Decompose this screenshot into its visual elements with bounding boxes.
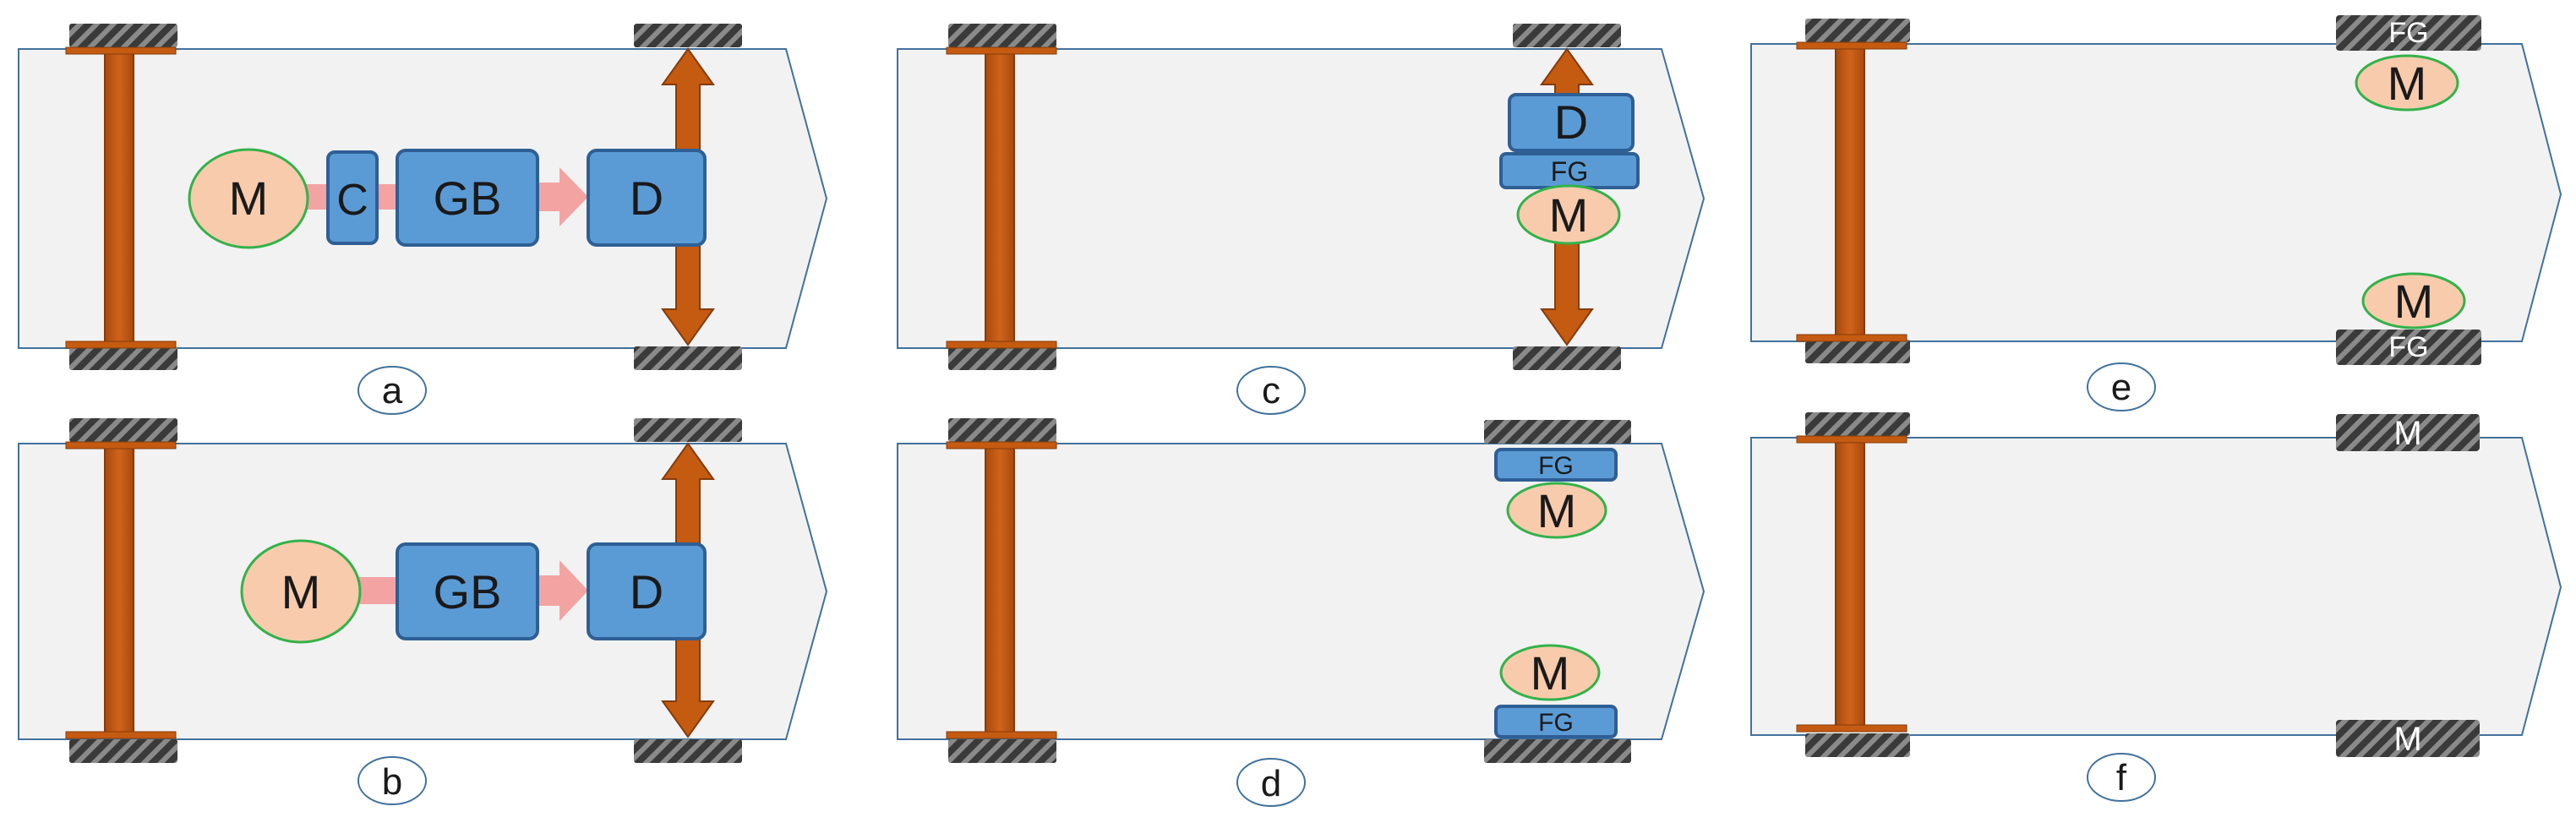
wheel-front-bottom — [1513, 346, 1621, 370]
wheel-front-bottom — [634, 739, 742, 763]
motor-label: M — [1537, 484, 1577, 537]
final-gear-label: FG — [2388, 17, 2428, 49]
gearbox-label: GB — [434, 565, 502, 618]
wheel-rear-bottom — [69, 739, 177, 763]
shaft-arrow — [532, 560, 588, 621]
caption-b: b — [357, 756, 427, 805]
wheel-front-top — [1513, 24, 1621, 47]
wheel-rear-top — [948, 24, 1056, 47]
wheel-rear-bottom — [1805, 340, 1910, 363]
gearbox-label: GB — [434, 172, 502, 225]
gearbox: GB — [396, 542, 539, 640]
differential-label: D — [1554, 95, 1588, 149]
wheel-front-top — [634, 24, 742, 47]
differential-label: D — [630, 565, 663, 618]
motor-label: M — [2388, 57, 2427, 110]
caption-text: e — [2111, 367, 2131, 408]
motor-label: M — [1531, 646, 1570, 700]
wheel-rear-bottom — [948, 346, 1056, 370]
final-gear-label: FG — [1538, 709, 1574, 737]
wheel-front-top — [634, 418, 742, 442]
caption-text: f — [2116, 757, 2127, 798]
motor-bottom: M — [1499, 644, 1601, 701]
wheel-rear-top — [69, 24, 177, 47]
panel-b: M GB D b — [18, 418, 828, 805]
motor-label: M — [2393, 415, 2421, 452]
caption-a: a — [357, 366, 427, 415]
final-gear-label: FG — [2388, 331, 2428, 363]
wheel-front-bottom — [634, 346, 742, 370]
final-gear-bottom: FG — [1494, 705, 1618, 738]
rear-axle — [946, 46, 1057, 349]
caption-text: d — [1261, 763, 1281, 804]
motor-label: M — [1549, 188, 1589, 242]
differential: D — [587, 149, 707, 247]
caption-text: c — [1262, 370, 1280, 411]
wheel-rear-bottom — [1805, 733, 1910, 757]
wheel-rear-top — [69, 418, 177, 442]
wheel-motor-top: M — [2336, 414, 2480, 452]
motor-label: M — [229, 172, 269, 225]
clutch: C — [326, 150, 379, 245]
vehicle-body — [1750, 437, 2562, 736]
wheel-rear-bottom — [948, 739, 1056, 763]
caption-c: c — [1236, 366, 1306, 415]
wheel-front-top — [1484, 420, 1631, 444]
motor-top: M — [1506, 482, 1607, 539]
rear-axle — [1796, 41, 1907, 342]
vehicle-body — [897, 48, 1706, 349]
final-gear-top: FG — [1494, 448, 1618, 482]
motor-label: M — [2393, 721, 2421, 758]
final-gear: FG — [1499, 152, 1640, 189]
panel-d: FG M M FG d — [897, 418, 1706, 807]
panel-a: M C GB D a — [18, 24, 828, 415]
wheel-rear-top — [1805, 412, 1910, 436]
rear-axle — [1796, 435, 1907, 733]
gearbox: GB — [396, 149, 539, 247]
caption-e: e — [2087, 362, 2156, 411]
differential: D — [1508, 93, 1635, 152]
panel-f: M M f — [1750, 412, 2562, 802]
panel-e: FG M M FG e — [1750, 15, 2562, 411]
wheel-rear-top — [1805, 19, 1910, 42]
wheel-front-bottom: FG — [2336, 330, 2481, 365]
final-gear-label: FG — [1538, 452, 1574, 480]
caption-d: d — [1236, 758, 1306, 807]
clutch-label: C — [336, 176, 368, 225]
motor: M — [1516, 184, 1621, 245]
differential-label: D — [630, 172, 663, 225]
wheel-rear-bottom — [69, 346, 177, 370]
motor-label: M — [2394, 275, 2434, 328]
wheel-front-top: FG — [2336, 15, 2481, 51]
motor: M — [188, 148, 309, 249]
wheel-front-bottom — [1484, 739, 1631, 763]
rear-axle — [65, 46, 177, 349]
motor-top: M — [2355, 54, 2459, 112]
panel-c: D FG M c — [897, 24, 1706, 415]
wheel-rear-top — [948, 418, 1056, 442]
differential: D — [587, 542, 707, 640]
motor-label: M — [281, 565, 321, 618]
caption-f: f — [2087, 753, 2156, 802]
motor: M — [240, 539, 362, 644]
caption-text: b — [382, 761, 402, 803]
shaft-arrow — [532, 167, 588, 226]
rear-axle — [946, 441, 1057, 739]
caption-text: a — [382, 370, 403, 411]
motor-bottom: M — [2361, 272, 2466, 330]
wheel-motor-bottom: M — [2336, 720, 2480, 758]
final-gear-label: FG — [1551, 156, 1588, 187]
rear-axle — [65, 441, 177, 739]
